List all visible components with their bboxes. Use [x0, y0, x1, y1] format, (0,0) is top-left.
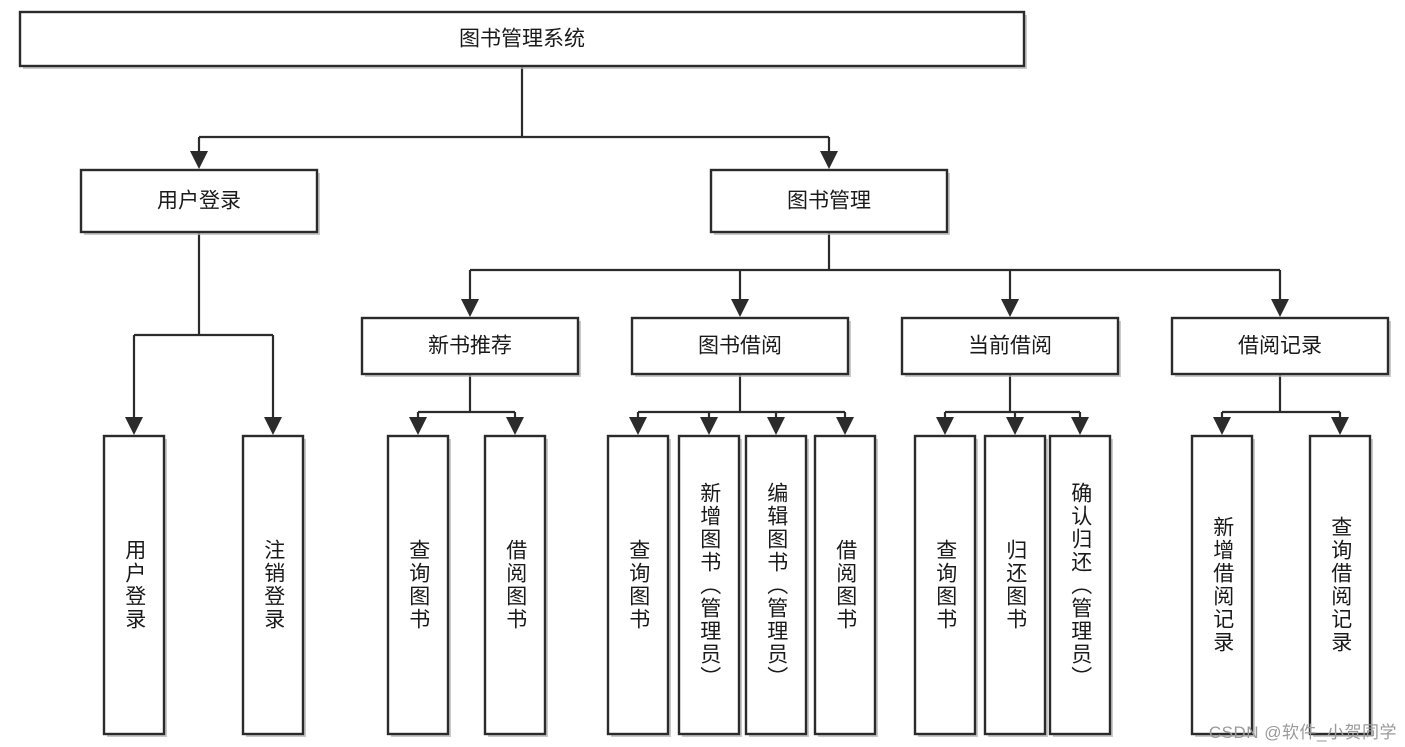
node-level3-box-1[interactable]: [630, 316, 850, 376]
node-root-label: 图书管理系统: [459, 28, 585, 51]
arrowhead-2-0: [629, 417, 647, 435]
arrowhead-2-1: [700, 417, 718, 435]
arrowhead-4-1: [1331, 417, 1349, 435]
boxes-layer: [18, 10, 1391, 737]
arrowhead-mgmt-2: [1001, 299, 1019, 317]
node-level3-box-0[interactable]: [360, 316, 580, 376]
node-leaf-box-9[interactable]: [983, 434, 1047, 736]
node-level3-label-0: 新书推荐: [428, 335, 512, 358]
arrowhead-4-0: [1213, 417, 1231, 435]
node-leaf-box-3[interactable]: [483, 434, 547, 736]
node-root-box[interactable]: [18, 10, 1026, 68]
node-level2-box-0[interactable]: [79, 168, 319, 234]
arrowhead-3-2: [1071, 417, 1089, 435]
node-leaf-box-10[interactable]: [1048, 434, 1112, 736]
node-leaf-box-0[interactable]: [102, 434, 166, 736]
node-leaf-box-1[interactable]: [241, 434, 305, 736]
arrowhead-3-1: [1006, 417, 1024, 435]
node-level2-label-0: 用户登录: [157, 190, 241, 213]
arrowhead-1-1: [506, 417, 524, 435]
connectors-layer: [125, 66, 1349, 435]
arrowhead-mgmt-1: [731, 299, 749, 317]
arrowhead-root-0: [190, 151, 208, 169]
node-level3-label-2: 当前借阅: [968, 335, 1052, 358]
arrowhead-root-1: [820, 151, 838, 169]
arrowhead-mgmt-0: [461, 299, 479, 317]
arrowhead-1-0: [409, 417, 427, 435]
node-leaf-box-2[interactable]: [386, 434, 450, 736]
arrowhead-2-2: [767, 417, 785, 435]
node-leaf-box-12[interactable]: [1308, 434, 1372, 736]
arrowhead-3-0: [936, 417, 954, 435]
node-level2-label-1: 图书管理: [787, 190, 871, 213]
node-level2-box-1[interactable]: [709, 168, 949, 234]
node-leaf-box-4[interactable]: [606, 434, 670, 736]
node-leaf-box-6[interactable]: [744, 434, 808, 736]
node-level3-box-3[interactable]: [1170, 316, 1390, 376]
node-level3-label-3: 借阅记录: [1238, 335, 1322, 358]
watermark-text: CSDN @软件_小贺同学: [1208, 723, 1397, 742]
arrowhead-2-3: [836, 417, 854, 435]
node-leaf-box-7[interactable]: [813, 434, 877, 736]
arrowhead-0-1: [264, 417, 282, 435]
node-level3-box-2[interactable]: [900, 316, 1120, 376]
node-level3-label-1: 图书借阅: [698, 335, 782, 358]
node-leaf-box-8[interactable]: [913, 434, 977, 736]
arrowhead-mgmt-3: [1271, 299, 1289, 317]
node-leaf-box-5[interactable]: [677, 434, 741, 736]
arrowhead-0-0: [125, 417, 143, 435]
node-leaf-box-11[interactable]: [1190, 434, 1254, 736]
